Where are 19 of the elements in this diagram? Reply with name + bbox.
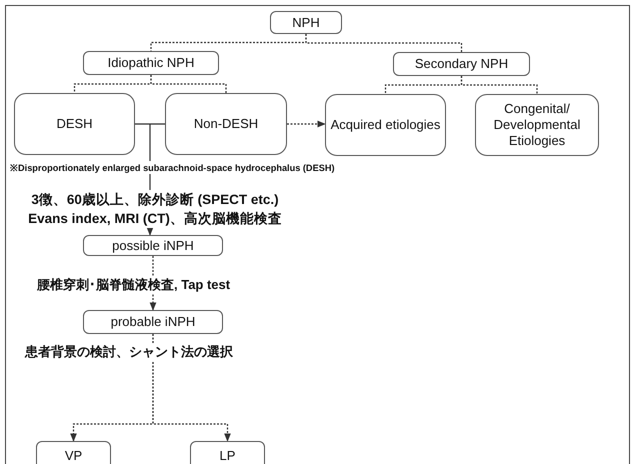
process-box: Secondary NPH [393,52,530,76]
process-box: DESH [14,93,135,155]
process-box: Idiopathic NPH [83,51,219,75]
process-box: VP [36,441,111,464]
connector-line [150,75,227,93]
connector-line [305,34,462,52]
footnote-text: ※Disproportionately enlarged subarachnoid-space hydrocephalus (DESH) [10,161,335,174]
process-box: Acquired etiologies [325,94,446,156]
process-box: NPH [270,11,342,34]
process-box: Congenital/ Developmental Etiologies [475,94,599,156]
process-box: probable iNPH [83,310,223,334]
arrow [287,120,326,128]
process-box: Non-DESH [165,93,287,155]
annotation-text: 患者背景の検討、シャント法の選択 [23,343,235,361]
process-box: possible iNPH [83,235,223,256]
arrow [152,334,231,442]
process-box: LP [190,441,265,464]
annotation-text: 腰椎穿刺･脳脊髄液検査, Tap test [35,276,232,294]
connector-line [460,76,538,94]
